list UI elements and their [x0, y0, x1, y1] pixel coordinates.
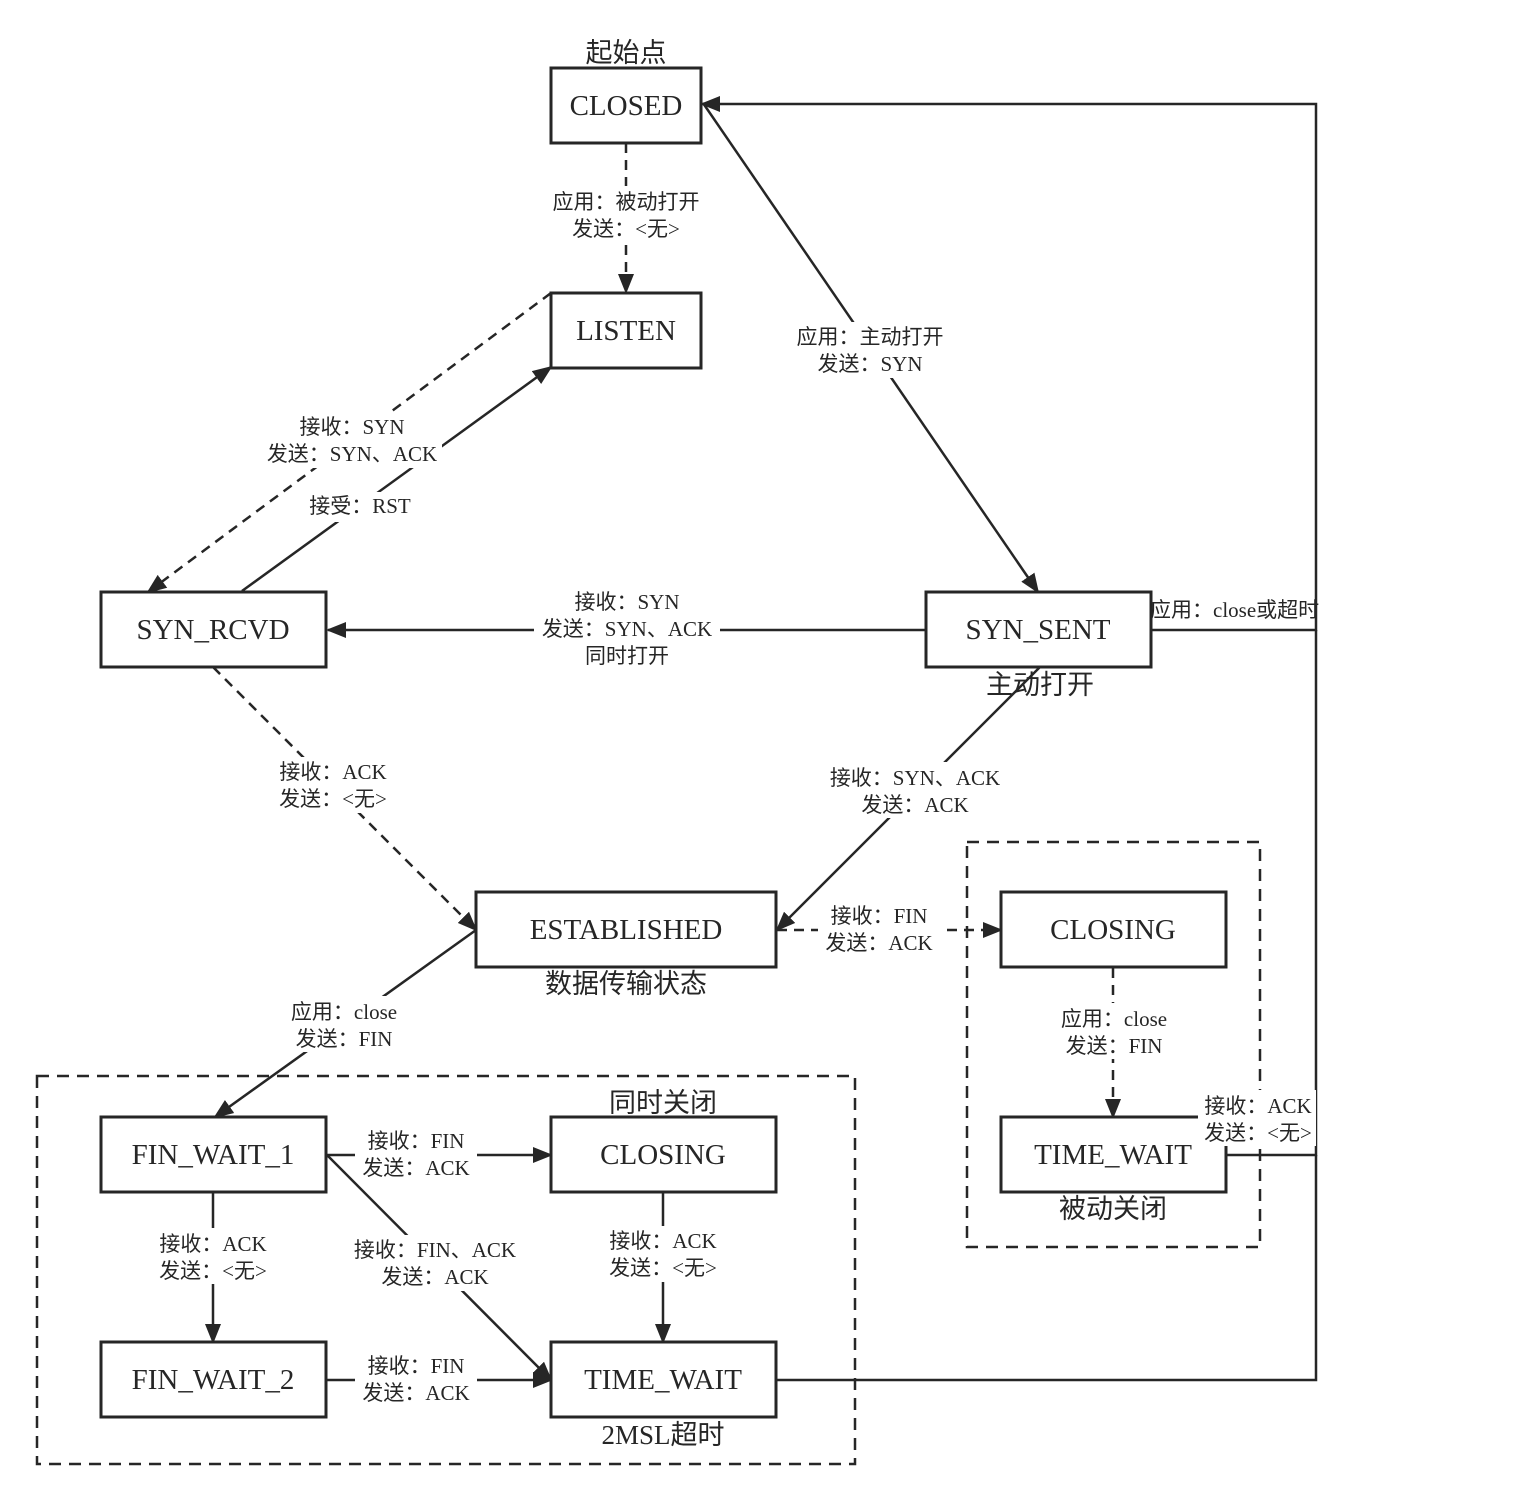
label-syn-sent-syn-rcvd: 接收：SYN 发送：SYN、ACK 同时打开: [534, 588, 720, 672]
label-line: 发送：FIN: [1066, 1034, 1163, 1058]
label-line: 接收：ACK: [1204, 1094, 1311, 1118]
state-syn-rcvd: SYN_RCVD: [99, 590, 328, 669]
label-line: 接收：SYN、ACK: [830, 766, 1000, 790]
state-listen: LISTEN: [549, 291, 703, 370]
edge-syn-sent-closed: [700, 96, 1318, 632]
caption-start: 起始点: [586, 38, 667, 68]
label-line: 同时打开: [585, 644, 669, 668]
state-time-wait-left-label: TIME_WAIT: [584, 1364, 742, 1396]
state-fin-wait-2: FIN_WAIT_2: [99, 1340, 328, 1419]
state-time-wait-right: TIME_WAIT: [999, 1115, 1228, 1194]
label-time-wait-right-closed: 接收：ACK 发送：<无>: [1198, 1090, 1316, 1146]
label-fin-wait-1-fin-wait-2: 接收：ACK 发送：<无>: [152, 1228, 276, 1284]
state-closing-left: CLOSING: [549, 1115, 778, 1194]
label-line: 接收：ACK: [609, 1229, 716, 1253]
state-fin-wait-1: FIN_WAIT_1: [99, 1115, 328, 1194]
label-line: 发送：<无>: [279, 787, 387, 811]
state-established-label: ESTABLISHED: [530, 914, 723, 946]
label-line: 发送：ACK: [381, 1265, 488, 1289]
state-syn-rcvd-label: SYN_RCVD: [136, 614, 289, 646]
label-line: 应用：close: [291, 1000, 397, 1024]
label-line: 发送：<无>: [609, 1256, 717, 1280]
state-listen-label: LISTEN: [576, 315, 676, 347]
simultaneous-close-group: [35, 1074, 857, 1466]
label-line: 发送：ACK: [362, 1156, 469, 1180]
label-syn-rcvd-established: 接收：ACK 发送：<无>: [270, 757, 396, 813]
label-fin-wait-1-time-wait: 接收：FIN、ACK 发送：ACK: [343, 1235, 527, 1291]
edge-syn-rcvd-established: [212, 666, 478, 932]
label-listen-syn-rcvd: 接收：SYN 发送：SYN、ACK: [258, 412, 442, 468]
label-established-fin-wait-1: 应用：close 发送：FIN: [284, 996, 406, 1052]
label-closed-listen: 应用：被动打开 发送：<无>: [545, 186, 707, 242]
state-syn-sent-label: SYN_SENT: [965, 614, 1110, 646]
state-closing-left-label: CLOSING: [600, 1139, 726, 1171]
caption-2msl-timeout: 2MSL超时: [601, 1420, 724, 1450]
label-line: 发送：<无>: [572, 217, 680, 241]
edge-syn-rcvd-listen: [241, 365, 553, 593]
label-line: 接收：FIN: [831, 904, 928, 928]
label-syn-rcvd-listen: 接受：RST: [302, 492, 418, 522]
label-fin-wait-2-time-wait: 接收：FIN 发送：ACK: [355, 1350, 477, 1406]
caption-active-open: 主动打开: [986, 670, 1094, 700]
label-fin-wait-1-closing: 接收：FIN 发送：ACK: [355, 1125, 477, 1181]
state-established: ESTABLISHED: [474, 890, 778, 969]
caption-simultaneous-close: 同时关闭: [609, 1088, 717, 1118]
label-line: 发送：SYN、ACK: [542, 617, 712, 641]
label-line: 应用：被动打开: [553, 190, 700, 214]
state-closed: CLOSED: [549, 66, 703, 145]
label-line: 接收：SYN: [574, 590, 679, 614]
state-closing-right: CLOSING: [999, 890, 1228, 969]
label-line: 发送：FIN: [296, 1027, 393, 1051]
label-line: 发送：SYN: [817, 352, 922, 376]
label-syn-sent-closed: 应用：close或超时: [1150, 598, 1319, 622]
state-closing-right-label: CLOSING: [1050, 914, 1176, 946]
label-line: 应用：close或超时: [1150, 598, 1319, 622]
label-line: 接收：SYN: [299, 415, 404, 439]
label-established-closing: 接收：FIN 发送：ACK: [818, 900, 940, 956]
label-line: 接收：FIN、ACK: [354, 1238, 516, 1262]
label-syn-sent-established: 接收：SYN、ACK 发送：ACK: [820, 762, 1010, 818]
label-line: 发送：SYN、ACK: [267, 442, 437, 466]
state-time-wait-left: TIME_WAIT: [549, 1340, 778, 1419]
label-line: 发送：<无>: [1204, 1121, 1312, 1145]
passive-close-group: [965, 840, 1262, 1249]
label-line: 接收：ACK: [279, 760, 386, 784]
edge-time-wait-left-closed: [776, 1155, 1318, 1382]
caption-passive-close: 被动关闭: [1059, 1194, 1167, 1224]
label-line: 应用：主动打开: [797, 325, 944, 349]
label-line: 发送：ACK: [825, 931, 932, 955]
label-closed-syn-sent: 应用：主动打开 发送：SYN: [790, 322, 950, 378]
label-line: 接收：FIN: [368, 1354, 465, 1378]
caption-data-transfer: 数据传输状态: [545, 969, 707, 999]
state-fin-wait-1-label: FIN_WAIT_1: [132, 1139, 295, 1171]
edge-time-wait-right-closed: [1227, 630, 1318, 1157]
label-line: 接收：ACK: [159, 1232, 266, 1256]
label-line: 接收：FIN: [368, 1129, 465, 1153]
state-time-wait-right-label: TIME_WAIT: [1034, 1139, 1192, 1171]
label-line: 应用：close: [1061, 1007, 1167, 1031]
label-line: 发送：ACK: [861, 793, 968, 817]
state-syn-sent: SYN_SENT: [924, 590, 1153, 669]
state-closed-label: CLOSED: [570, 90, 683, 122]
label-line: 发送：ACK: [362, 1381, 469, 1405]
state-fin-wait-2-label: FIN_WAIT_2: [132, 1364, 295, 1396]
label-line: 接受：RST: [309, 494, 411, 518]
label-line: 发送：<无>: [159, 1259, 267, 1283]
label-closing-time-wait-right: 应用：close 发送：FIN: [1052, 1003, 1176, 1059]
label-closing-time-wait-left: 接收：ACK 发送：<无>: [601, 1226, 725, 1282]
